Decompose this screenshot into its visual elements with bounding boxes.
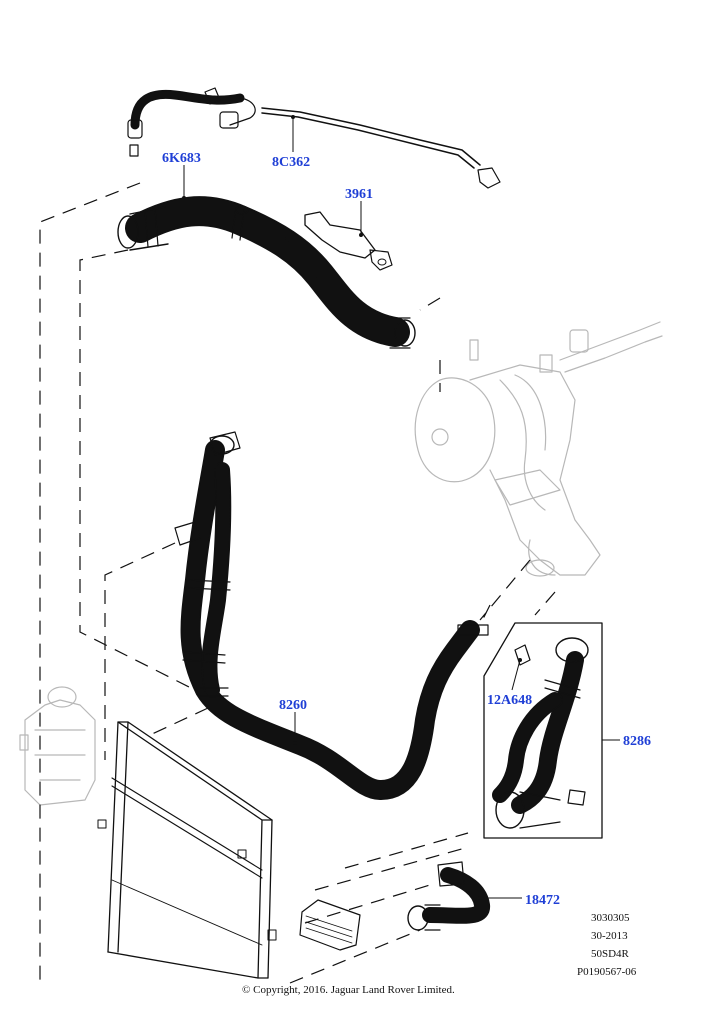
copyright-notice: © Copyright, 2016. Jaguar Land Rover Lim… xyxy=(242,984,455,996)
callout-8260: 8260 xyxy=(279,698,307,713)
oil-cooler xyxy=(299,899,361,951)
callout-3961: 3961 xyxy=(345,187,373,202)
reference-line: 30-2013 xyxy=(591,930,628,942)
lower-radiator-hose xyxy=(174,431,489,800)
expansion-tank-ghost xyxy=(19,686,96,806)
reference-line: 50SD4R xyxy=(591,948,630,960)
hose-18472 xyxy=(407,861,490,931)
callout-18472: 18472 xyxy=(525,893,560,908)
reference-line: P0190567-06 xyxy=(577,966,637,978)
assembly-dashed-lines xyxy=(39,182,556,985)
hose-bracket xyxy=(304,211,393,271)
radiator xyxy=(97,721,277,979)
engine-ghost xyxy=(414,321,663,577)
callout-12A648: 12A648 xyxy=(487,693,532,708)
reference-line: 3030305 xyxy=(591,912,630,924)
leader-lines xyxy=(182,115,620,900)
hose-8286-group xyxy=(483,622,603,839)
reference-block: 3030305 30-2013 50SD4R P0190567-06 xyxy=(577,912,637,978)
callout-6K683: 6K683 xyxy=(162,151,201,166)
upper-radiator-hose xyxy=(117,196,416,349)
bleed-hose-assembly xyxy=(127,87,501,189)
callout-8C362: 8C362 xyxy=(272,155,310,170)
callout-8286: 8286 xyxy=(623,734,651,749)
